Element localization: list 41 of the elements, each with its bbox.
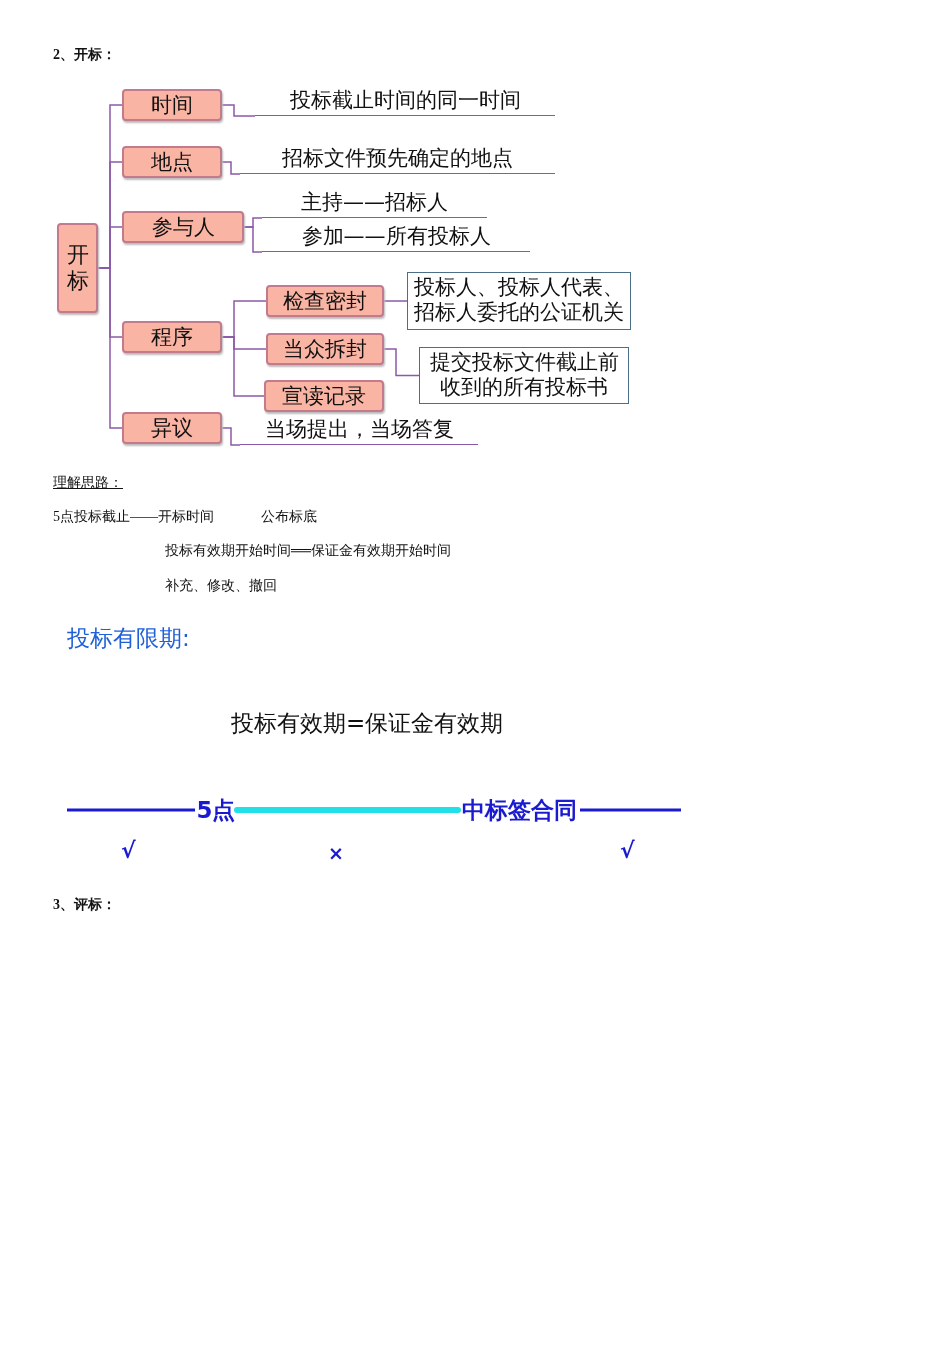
topic-box: 参与人 [122,211,244,243]
connector-line [383,300,408,302]
heading: 投标有限期: [67,624,190,653]
underlined-text: 主持——招标人 [262,188,487,218]
formula-text: 投标有效期=保证金有效期 [231,709,504,738]
connector-line [221,336,265,397]
connector-line [580,808,681,812]
timeline-label: 中标签合同 [458,795,580,825]
connector-line [243,226,263,253]
topic-box: 当众拆封 [266,333,384,365]
connector-line [221,104,256,117]
note-box: 提交投标文件截止前收到的所有投标书 [419,347,629,404]
note-text: 公布标底 [261,508,317,526]
topic-box: 宣读记录 [264,380,384,412]
check-mark: √ [121,838,136,863]
note-text: 5点投标截止——开标时间 [53,508,214,526]
underlined-text: 当场提出，当场答复 [240,415,478,445]
connector-line [67,808,195,812]
underlined-text: 投标截止时间的同一时间 [255,84,555,116]
connector-line [234,807,461,813]
note-heading: 理解思路： [53,474,123,492]
section-heading: 2、开标： [53,46,116,64]
connector-line [221,427,241,446]
cross-mark: × [328,842,344,864]
topic-box: 异议 [122,412,222,444]
topic-box: 开标 [57,223,98,313]
note-text: 投标有效期开始时间══保证金有效期开始时间 [165,542,451,560]
timeline-label: 5点 [195,795,237,825]
check-mark: √ [620,838,635,863]
underlined-text: 参加——所有投标人 [262,222,530,252]
connector-line [97,267,123,429]
note-text: 补充、修改、撤回 [165,577,277,595]
connector-line [221,161,241,175]
topic-box: 时间 [122,89,222,121]
note-box: 投标人、投标人代表、招标人委托的公证机关 [407,272,631,330]
connector-line [383,348,420,377]
topic-box: 检查密封 [266,285,384,317]
underlined-text: 招标文件预先确定的地点 [240,144,555,174]
topic-box: 程序 [122,321,222,353]
topic-box: 地点 [122,146,222,178]
section-heading: 3、评标： [53,896,116,914]
